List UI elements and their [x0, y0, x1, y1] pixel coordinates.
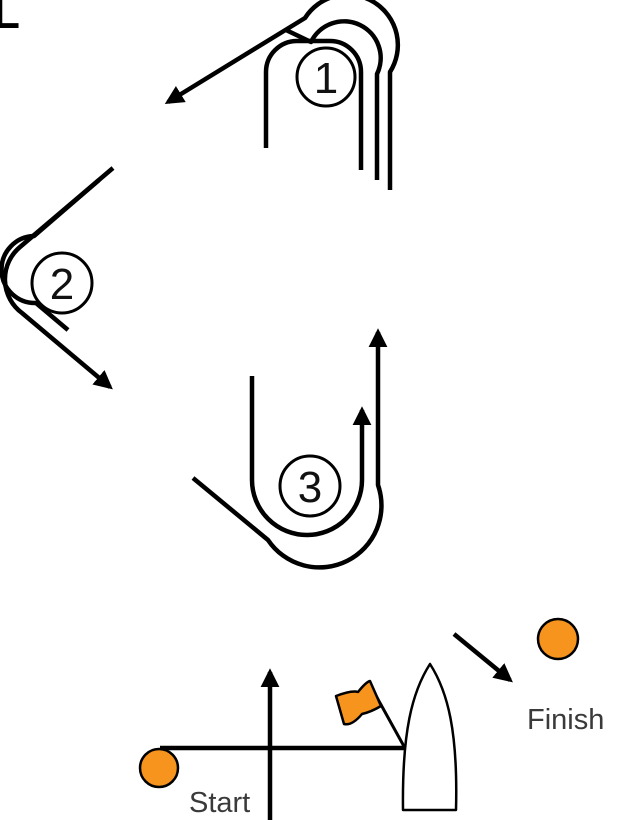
mark-1-number: 1	[314, 54, 338, 103]
orange-flag-icon	[334, 679, 383, 726]
start-label: Start	[189, 787, 250, 819]
mark-3-outer-track	[191, 328, 388, 570]
mark-2-number: 2	[50, 260, 74, 309]
finish-buoy-icon	[536, 617, 580, 661]
mark-2-rounding: 2	[0, 166, 115, 390]
mark-1-circle	[295, 46, 357, 108]
finish-arrow	[452, 632, 513, 683]
mark-3-rounding: 3	[191, 328, 388, 570]
mark-1-innermost-track	[263, 38, 364, 170]
mark-2-circle	[30, 251, 94, 315]
finish-label: Finish	[527, 704, 604, 736]
start-buoy-icon	[138, 747, 180, 789]
mark-1-rounding: 1	[164, 0, 401, 190]
mark-3-inner-track	[249, 376, 372, 538]
mark-2-inner-track	[0, 178, 101, 332]
mark-1-inner-track	[285, 19, 383, 180]
committee-boat-icon	[401, 662, 458, 812]
mark-3-circle	[278, 454, 342, 518]
mark-3-number: 3	[298, 463, 322, 512]
corner-label: L	[0, 0, 20, 38]
start-finish-area: Start Finish	[138, 617, 604, 820]
mark-1-outer-track	[164, 0, 401, 190]
